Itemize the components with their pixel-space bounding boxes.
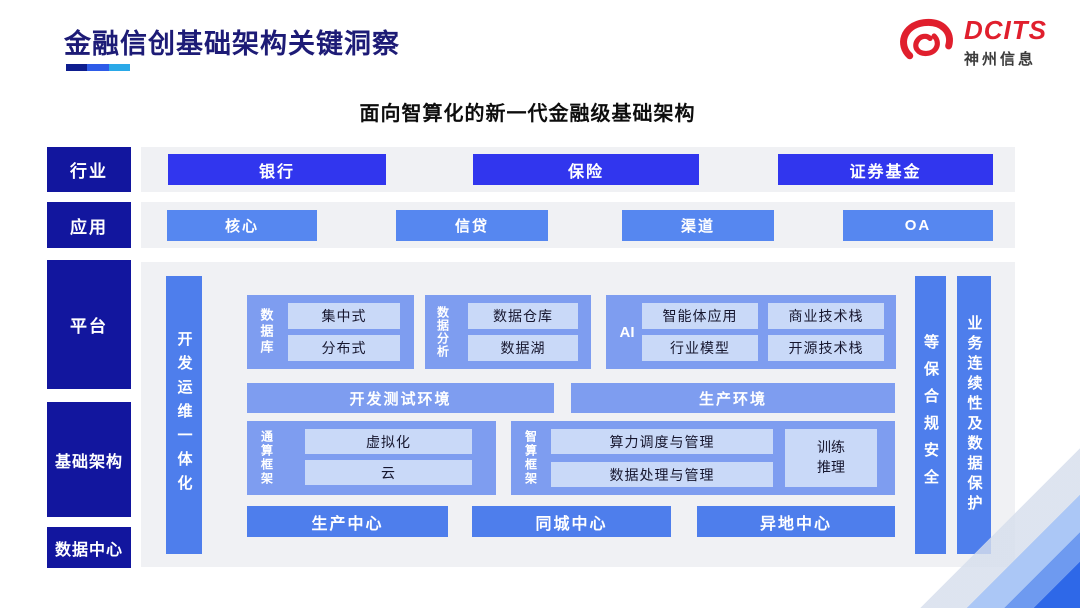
ai-item-commercial-stack: 商业技术栈 [768, 303, 884, 329]
business-continuity-vertical-bar: 业务连续性及数据保护 [957, 276, 991, 554]
database-item-centralized: 集中式 [288, 303, 400, 329]
layer-label-application: 应用 [47, 202, 131, 248]
company-logo: DCITS 神州信息 [897, 16, 1047, 70]
layer-label-industry: 行业 [47, 147, 131, 192]
database-group-label: 数据库 [258, 308, 274, 356]
analytics-item-lake: 数据湖 [468, 335, 578, 361]
layer-label-infrastructure: 基础架构 [47, 402, 131, 517]
intelligent-item-data-processing: 数据处理与管理 [551, 462, 773, 487]
ai-group: AI 智能体应用 商业技术栈 行业模型 开源技术栈 [606, 295, 896, 369]
general-item-virtualization: 虚拟化 [305, 429, 472, 454]
devops-vertical-bar: 开发运维一体化 [166, 276, 202, 554]
underline-segment [87, 64, 109, 71]
ai-item-industry-model: 行业模型 [642, 335, 758, 361]
datacenter-item-remote: 异地中心 [697, 506, 895, 537]
layer-label-datacenter: 数据中心 [47, 527, 131, 568]
dev-test-environment-bar: 开发测试环境 [247, 383, 554, 413]
ai-item-agent-apps: 智能体应用 [642, 303, 758, 329]
general-computing-group-label: 通算框架 [259, 430, 274, 486]
application-item-core: 核心 [167, 210, 317, 241]
logo-company-name: 神州信息 [964, 51, 1037, 68]
data-analytics-group: 数据分析 数据仓库 数据湖 [425, 295, 591, 369]
page-title: 金融信创基础架构关键洞察 [64, 29, 400, 59]
underline-segment [108, 64, 130, 71]
database-item-distributed: 分布式 [288, 335, 400, 361]
application-item-oa: OA [843, 210, 993, 241]
datacenter-item-production: 生产中心 [247, 506, 448, 537]
inference-label: 推理 [817, 459, 845, 475]
intelligent-computing-group: 智算框架 算力调度与管理 数据处理与管理 训练 推理 [511, 421, 895, 495]
layer-label-platform: 平台 [47, 260, 131, 389]
security-compliance-vertical-bar: 等保合规安全 [915, 276, 946, 554]
diagram-title: 面向智算化的新一代金融级基础架构 [359, 103, 696, 125]
training-label: 训练 [817, 439, 845, 456]
logo-text: DCITS 神州信息 [964, 17, 1047, 69]
application-item-credit: 信贷 [396, 210, 548, 241]
ai-item-open-source-stack: 开源技术栈 [768, 335, 884, 361]
logo-brand: DCITS [964, 15, 1047, 45]
production-environment-bar: 生产环境 [571, 383, 895, 413]
general-item-cloud: 云 [305, 460, 472, 485]
data-analytics-group-label: 数据分析 [435, 306, 450, 358]
dcits-swirl-icon [900, 19, 953, 60]
analytics-item-warehouse: 数据仓库 [468, 303, 578, 329]
industry-item-securities: 证券基金 [778, 154, 993, 185]
datacenter-item-same-city: 同城中心 [472, 506, 671, 537]
intelligent-computing-group-label: 智算框架 [523, 430, 538, 486]
training-inference-box: 训练 推理 [785, 429, 877, 487]
general-computing-group: 通算框架 虚拟化 云 [247, 421, 496, 495]
intelligent-item-compute-scheduling: 算力调度与管理 [551, 429, 773, 454]
database-group: 数据库 集中式 分布式 [247, 295, 414, 369]
underline-segment [66, 64, 88, 71]
title-underline [66, 64, 130, 71]
industry-item-bank: 银行 [168, 154, 386, 185]
application-item-channel: 渠道 [622, 210, 774, 241]
industry-item-insurance: 保险 [473, 154, 699, 185]
ai-group-label: AI [619, 323, 635, 341]
